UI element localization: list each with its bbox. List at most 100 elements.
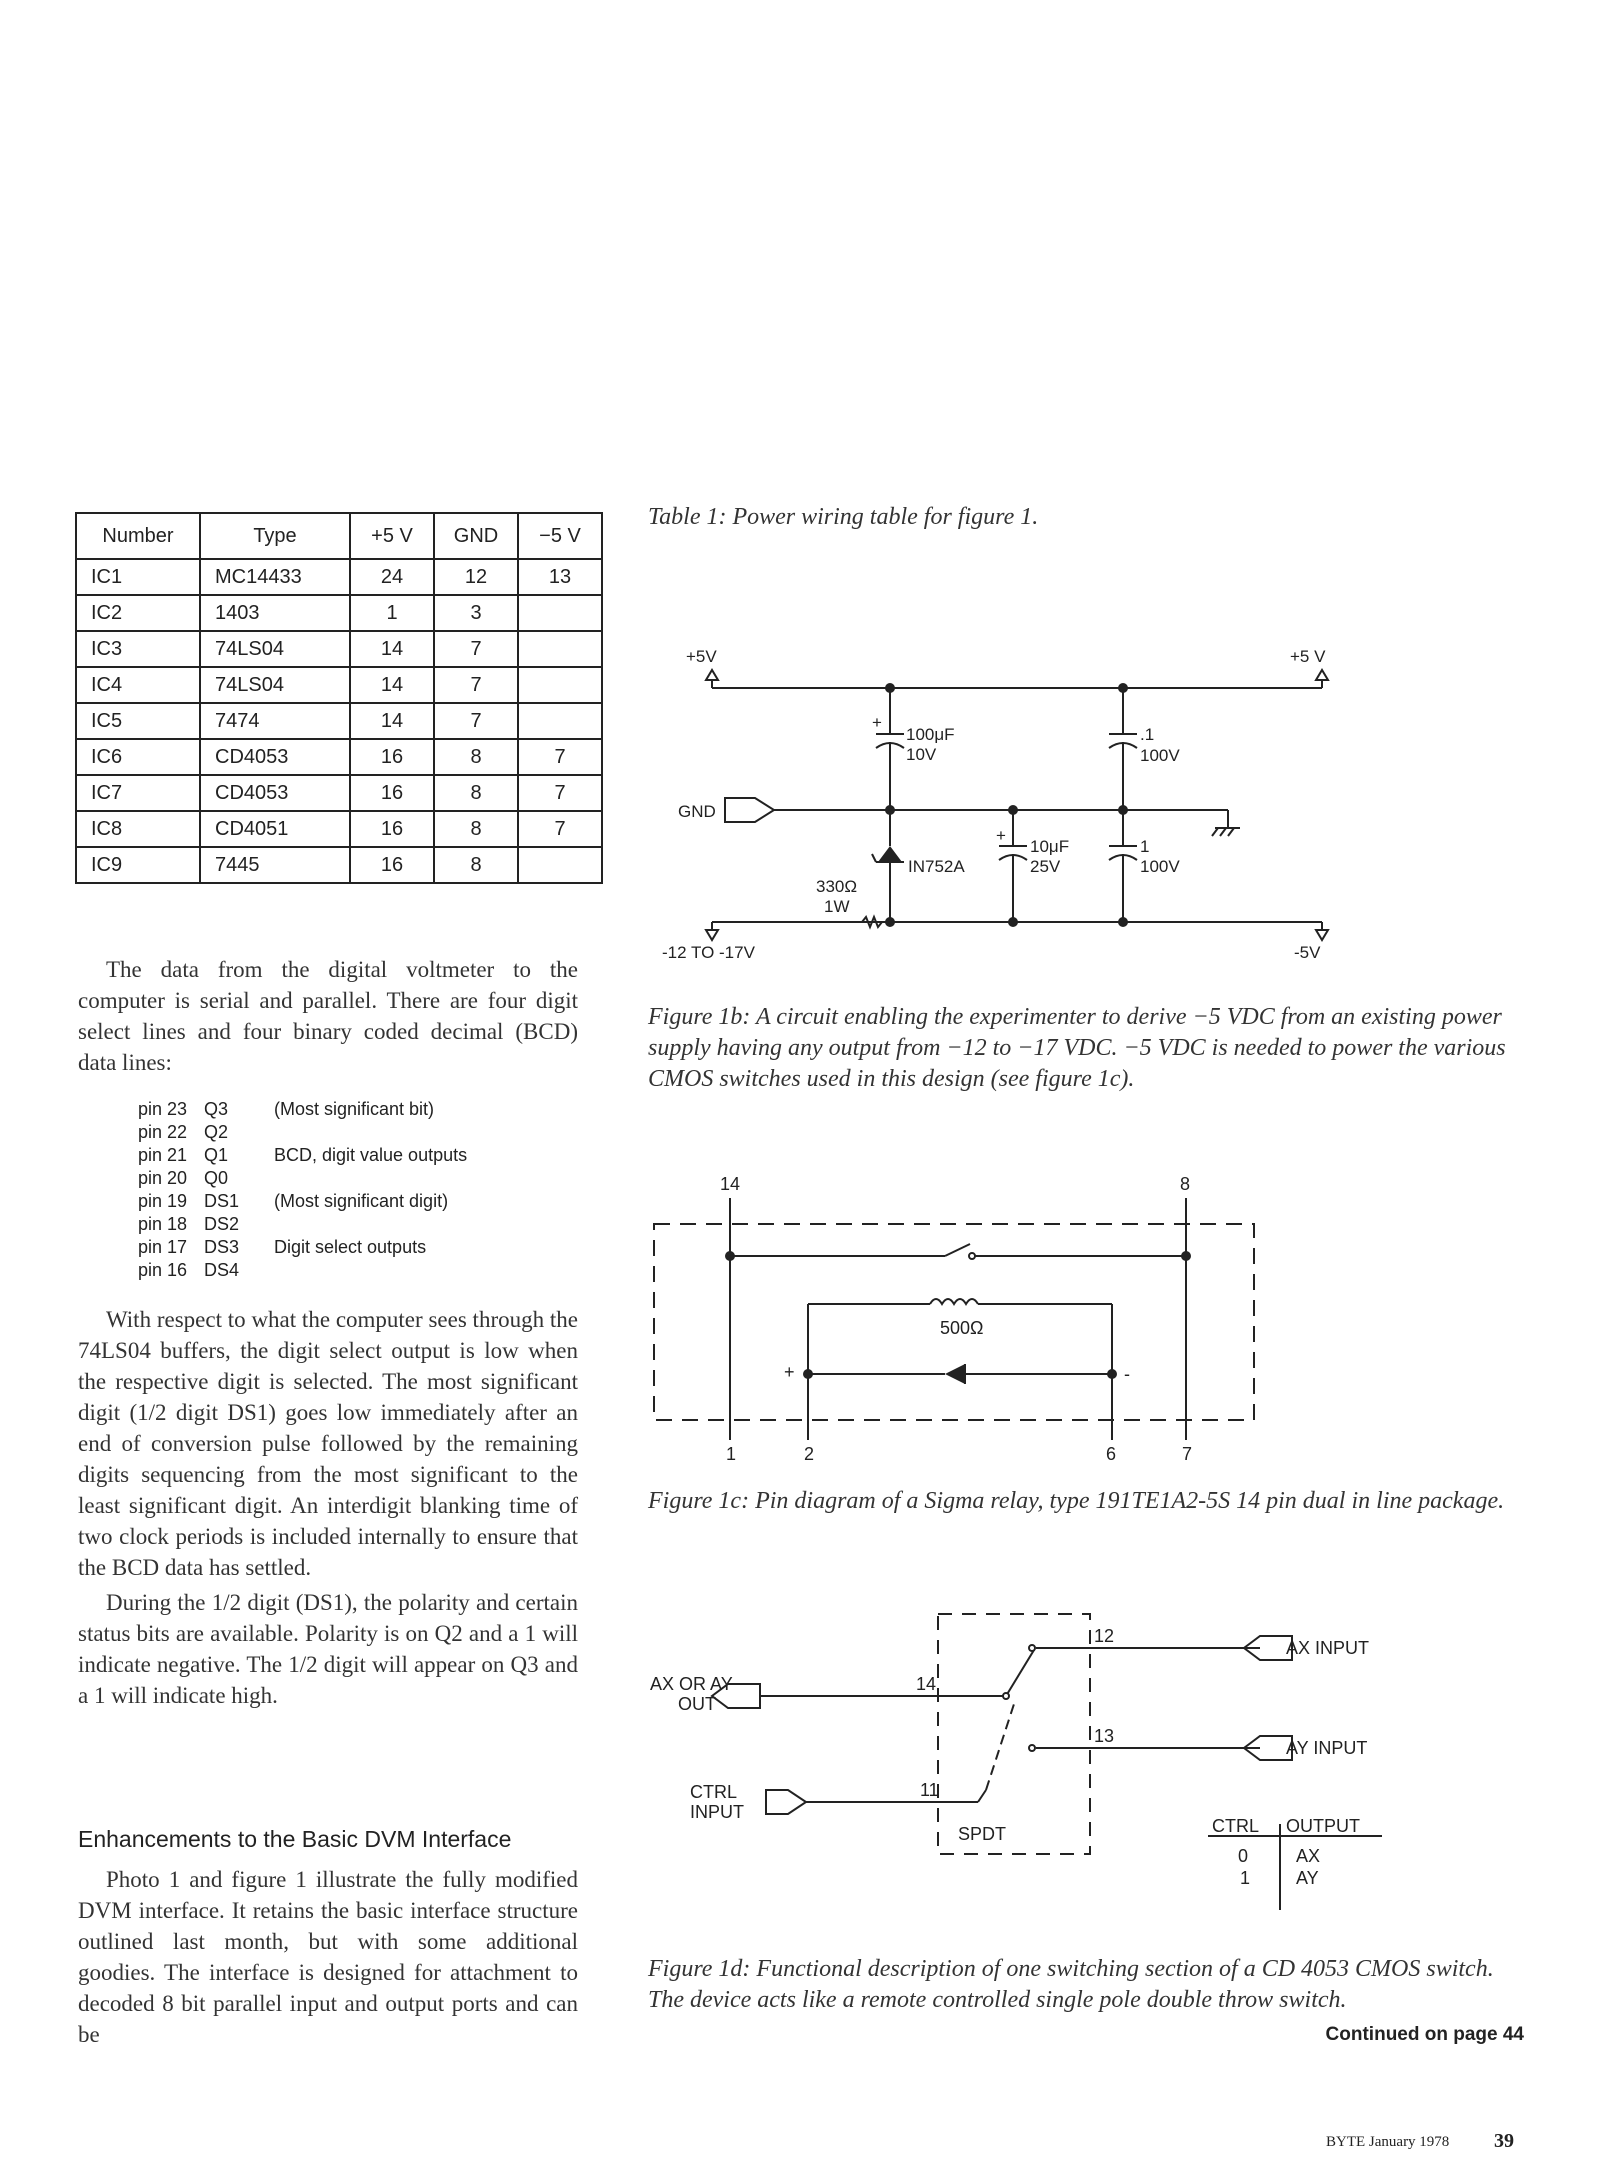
pin-signal: DS1	[204, 1191, 240, 1211]
pin-14-label: 14	[720, 1174, 740, 1194]
label-plus: +	[996, 826, 1006, 845]
pin-row: pin 21 Q1 BCD, digit value outputs	[138, 1144, 467, 1167]
table-cell: 7	[433, 702, 519, 740]
label-c4-voltage: 100V	[1140, 857, 1180, 876]
pin-6-label: 6	[1106, 1444, 1116, 1464]
figure-1d-switch: 12 13 14 11 AX OR AY OUT CTRL INPUT AX I…	[650, 1613, 1382, 1910]
label-resistor-power: 1W	[824, 897, 850, 916]
ctrl-input-label-line1: CTRL	[690, 1782, 737, 1802]
paragraph: Photo 1 and figure 1 illustrate the full…	[78, 1867, 578, 2047]
table-header: −5 V	[517, 512, 603, 560]
label-plus5v-right: +5 V	[1290, 647, 1326, 666]
table-cell	[517, 846, 603, 884]
plus-label: +	[784, 1362, 795, 1382]
pin-7-label: 7	[1182, 1444, 1192, 1464]
paragraph-block: With respect to what the computer sees t…	[78, 1304, 578, 1711]
label-c1-voltage: 10V	[906, 745, 937, 764]
table-cell: 7	[517, 738, 603, 776]
label-vin: -12 TO -17V	[662, 943, 756, 962]
figure-1c-caption: Figure 1c: Pin diagram of a Sigma relay,…	[648, 1488, 1505, 1514]
pin-signal: Q1	[204, 1145, 229, 1165]
output-label-line1: AX OR AY	[650, 1674, 733, 1694]
pin-pin: pin 21	[138, 1145, 188, 1165]
ay-input-label: AY INPUT	[1286, 1738, 1367, 1758]
label-plus5v-left: +5V	[686, 647, 717, 666]
label-c1-value: 100μF	[906, 725, 955, 744]
truth-table-cell: AX	[1296, 1846, 1320, 1866]
table-header: +5 V	[349, 512, 435, 560]
label-c3-voltage: 25V	[1030, 857, 1061, 876]
table-cell: 7474	[199, 702, 351, 740]
section-heading: Enhancements to the Basic DVM Interface	[78, 1826, 512, 1852]
table-cell: MC14433	[199, 558, 351, 596]
table-cell: IC3	[75, 630, 201, 668]
pin-signal: DS2	[204, 1214, 240, 1234]
pin-signal: Q2	[204, 1122, 229, 1142]
table-cell: 16	[349, 846, 435, 884]
table-cell: 16	[349, 774, 435, 812]
minus-label: -	[1124, 1364, 1130, 1384]
table-header-row: Number Type +5 V GND −5 V	[75, 512, 603, 560]
table-cell: 8	[433, 846, 519, 884]
table-cell: IC9	[75, 846, 201, 884]
label-plus: +	[872, 713, 882, 732]
table-cell: 14	[349, 630, 435, 668]
pin-pin: pin 22	[138, 1122, 188, 1142]
table-header: GND	[433, 512, 519, 560]
table-cell: 3	[433, 594, 519, 632]
table-cell: IC2	[75, 594, 201, 632]
table-cell: 7	[433, 666, 519, 704]
table-cell: 14	[349, 702, 435, 740]
label-gnd: GND	[678, 802, 716, 821]
footer-issue: BYTE January 1978	[1326, 2134, 1450, 2150]
pin-14-label: 14	[916, 1674, 936, 1694]
spdt-label: SPDT	[958, 1824, 1006, 1844]
pin-desc: (Most significant bit)	[274, 1099, 435, 1119]
truth-table-cell: 1	[1240, 1868, 1250, 1888]
truth-table-header-output: OUTPUT	[1286, 1816, 1360, 1836]
pin-desc: (Most significant digit)	[274, 1191, 449, 1211]
table-header: Type	[199, 512, 351, 560]
figure-1c-relay: 14 8 500Ω + - 1 2 6 7	[653, 1174, 1255, 1464]
pin-signal: Q0	[204, 1168, 229, 1188]
pin-11-label: 11	[920, 1780, 939, 1800]
table-caption: Table 1: Power wiring table for figure 1…	[648, 504, 1039, 530]
pin-pin: pin 23	[138, 1099, 188, 1119]
figure-1b-circuit: +5V +5 V GND + 100μF 10V .1 100V IN752A …	[662, 647, 1330, 962]
ctrl-input-label-line2: INPUT	[690, 1802, 744, 1822]
table-cell: IC5	[75, 702, 201, 740]
resistance-label: 500Ω	[940, 1318, 984, 1338]
table-cell: 16	[349, 738, 435, 776]
pin-13-label: 13	[1094, 1726, 1114, 1746]
table-cell: 1403	[199, 594, 351, 632]
pin-2-label: 2	[804, 1444, 814, 1464]
table-cell: 12	[433, 558, 519, 596]
table-cell: 8	[433, 810, 519, 848]
table-cell: 7445	[199, 846, 351, 884]
paragraph-block-2: Photo 1 and figure 1 illustrate the full…	[78, 1864, 578, 2050]
pin-pin: pin 17	[138, 1237, 188, 1257]
footer-page-number: 39	[1494, 2130, 1514, 2152]
table-cell: 8	[433, 774, 519, 812]
table-cell: 7	[517, 774, 603, 812]
figure-1d-caption: Figure 1d: Functional description of one…	[648, 1956, 1494, 2013]
table-cell: CD4053	[199, 738, 351, 776]
table-cell: IC7	[75, 774, 201, 812]
pin-signal: DS4	[204, 1260, 240, 1280]
table-cell: IC4	[75, 666, 201, 704]
pin-row: pin 22 Q2	[138, 1121, 467, 1144]
pin-desc: BCD, digit value outputs	[274, 1145, 468, 1165]
pin-12-label: 12	[1094, 1626, 1114, 1646]
table-cell: 8	[433, 738, 519, 776]
table-header: Number	[75, 512, 201, 560]
